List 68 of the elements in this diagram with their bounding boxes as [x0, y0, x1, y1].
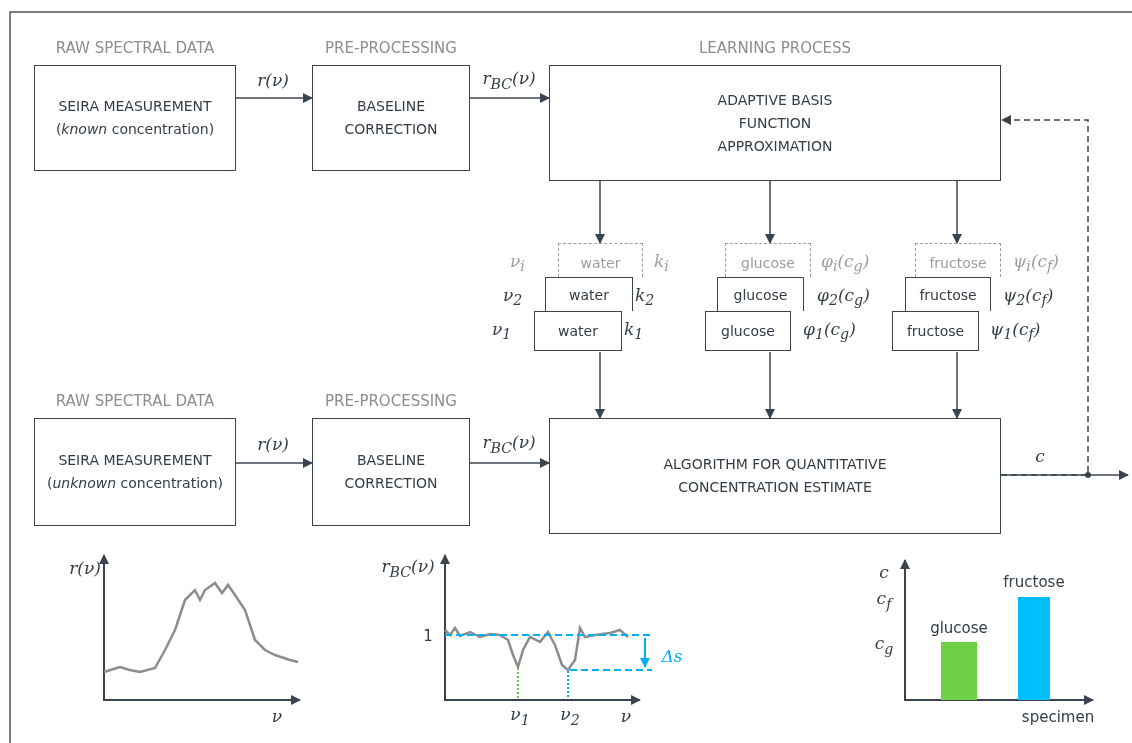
box-label: glucose — [720, 321, 776, 341]
basis-function-box — [892, 311, 979, 351]
edge-label: r$_{BC}$(ν) — [482, 68, 536, 92]
box-label: SEIRA MEASUREMENT (known concentration) — [54, 97, 216, 139]
axis-label: r(ν) — [69, 558, 101, 578]
edge-label: r(ν) — [257, 434, 289, 454]
bar-label: glucose — [930, 619, 988, 637]
box-label: water — [579, 254, 622, 273]
section-heading: RAW SPECTRAL DATA — [54, 392, 216, 410]
axis-label: ν — [620, 706, 632, 726]
variable-label: φ$_{i}$(c$_{g}$) — [821, 251, 870, 275]
axis-label: ν — [271, 706, 283, 726]
bar-label: fructose — [1003, 573, 1065, 591]
box-label: fructose — [918, 286, 978, 305]
arrow — [952, 351, 962, 419]
box-label: fructose — [928, 254, 988, 273]
basis-function-box — [705, 311, 791, 351]
bar-label: specimen — [1021, 708, 1095, 726]
arrow — [469, 458, 550, 468]
arrow — [765, 351, 775, 419]
axis-label: c$_{g}$ — [874, 633, 894, 657]
axis-label: Δs — [661, 646, 683, 666]
variable-label: ν$_{2}$ — [503, 285, 523, 309]
variable-label: ψ$_{2}$(c$_{f}$) — [1003, 285, 1054, 309]
feedback-arrow — [1000, 115, 1089, 476]
arrow — [235, 93, 313, 103]
variable-label: ν$_{i}$ — [510, 251, 525, 275]
arrow — [235, 458, 313, 468]
process-box — [549, 418, 1001, 534]
arrow — [765, 180, 775, 244]
variable-label: k$_{1}$ — [624, 319, 644, 343]
basis-function-box — [905, 277, 991, 311]
axis-label: ν$_{2}$ — [560, 704, 580, 728]
variable-label: ν$_{1}$ — [492, 319, 512, 343]
variable-label: φ$_{1}$(c$_{g}$) — [803, 319, 856, 343]
arrow — [595, 180, 605, 244]
box-label: ADAPTIVE BASIS FUNCTION APPROXIMATION — [716, 90, 834, 156]
axis-label: ν$_{1}$ — [510, 704, 530, 728]
box-label: ALGORITHM FOR QUANTITATIVE CONCENTRATION ESTIMATE — [662, 455, 888, 497]
basis-function-box — [534, 311, 622, 351]
box-label: BASELINE CORRECTION — [343, 451, 439, 493]
section-heading: PRE-PROCESSING — [324, 39, 458, 57]
variable-label: φ$_{2}$(c$_{g}$) — [817, 285, 870, 309]
axis-label: r$_{BC}$(ν) — [381, 556, 435, 580]
basis-function-box — [717, 277, 804, 311]
box-label: BASELINE CORRECTION — [343, 97, 439, 139]
basis-function-box — [545, 277, 633, 311]
edge-label: r(ν) — [257, 70, 289, 90]
section-heading: RAW SPECTRAL DATA — [54, 39, 216, 57]
box-label: water — [557, 321, 599, 341]
section-heading: PRE-PROCESSING — [324, 392, 458, 410]
box-label: SEIRA MEASUREMENT (unknown concentration) — [46, 451, 224, 493]
variable-label: k$_{2}$ — [635, 285, 655, 309]
arrow — [952, 180, 962, 244]
box-label: glucose — [732, 286, 789, 305]
variable-label: k$_{i}$ — [654, 251, 669, 275]
arrow — [595, 351, 605, 419]
tick-label: 1 — [423, 627, 433, 645]
box-label: fructose — [905, 321, 966, 341]
arrow — [469, 93, 550, 103]
axis-label: c$_{f}$ — [876, 588, 892, 612]
axis-label: c — [879, 562, 889, 582]
box-label: water — [568, 286, 610, 305]
variable-label: ψ$_{i}$(c$_{f}$) — [1013, 251, 1059, 275]
edge-label: r$_{BC}$(ν) — [482, 432, 536, 456]
section-heading: LEARNING PROCESS — [697, 39, 852, 57]
variable-label: ψ$_{1}$(c$_{f}$) — [990, 319, 1041, 343]
box-label: glucose — [740, 254, 796, 273]
